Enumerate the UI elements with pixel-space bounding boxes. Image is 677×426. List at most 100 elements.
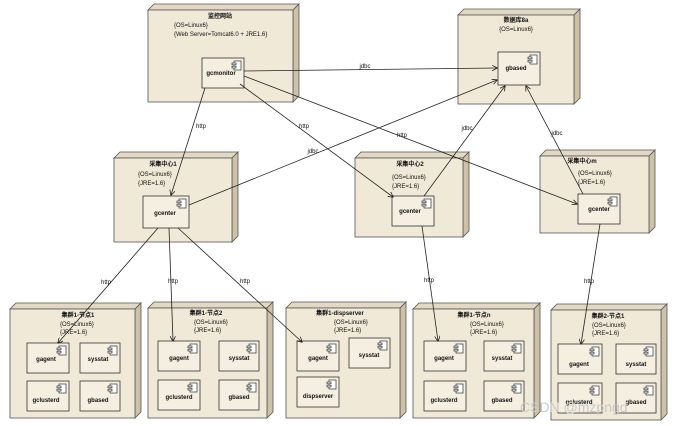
component-gclusterd[interactable]: gclusterd [26,380,70,412]
edge-label-http: http [168,279,179,285]
node-title: 数据库8a [504,16,529,24]
component-label: gagent [569,362,589,368]
node-prop: {OS=Linux6} [392,175,426,181]
component-sysstat[interactable]: sysstat [218,340,260,372]
node-title: 采集中心2 [396,160,424,168]
component-label: gclusterd [32,398,59,404]
component-gagent[interactable]: gagent [423,340,467,372]
edge-label-http: http [584,279,595,285]
component-gbased[interactable]: gbased [483,380,525,412]
edge-http [58,227,159,343]
node-prop: {JRE=1.6} [334,328,361,334]
edge-jdbc [188,80,497,206]
edge-http [239,83,393,197]
edge-http [243,75,577,204]
node-prop: {JRE=1.6} [194,328,221,334]
edge-label-http: http [397,133,408,139]
edge-jdbc [243,68,497,72]
edge-label-jdbc: jdbc [460,126,472,132]
component-gbased[interactable]: gbased [79,380,121,412]
component-dispserver[interactable]: dispserver [296,376,340,408]
component-label: gbased [228,395,249,401]
component-label: sysstat [492,356,513,362]
component-gbased[interactable]: gbased [218,379,260,411]
component-gagent[interactable]: gagent [557,343,603,375]
node-title: 集群1-节点2 [189,309,223,317]
node-title: 集群1-节点n [456,311,490,319]
component-label: gagent [308,356,328,362]
component-gbased[interactable]: gbased [615,382,657,414]
edge-jdbc [526,86,584,195]
component-gcenter-2[interactable]: gcenter [391,195,435,227]
component-label: sysstat [359,353,380,359]
component-sysstat[interactable]: sysstat [348,337,391,369]
node-prop: {JRE=1.6} [470,330,497,336]
component-label: gbased [491,398,512,404]
component-sysstat[interactable]: sysstat [615,343,657,375]
node-title: 监控网站 [208,12,232,20]
component-label: gbased [505,66,526,72]
node-prop: {OS=Linux6} [470,322,504,328]
watermark: CSDN @mzpngd [520,399,628,415]
edge-label-http: http [196,124,207,130]
component-label: gcenter [399,209,421,215]
component-gagent[interactable]: gagent [26,342,70,374]
edge-http [177,227,302,342]
edge-jdbc [423,86,505,197]
component-label: dispserver [303,394,334,400]
node-prop: {OS=Linux6} [60,322,94,328]
node-prop: {OS=Linux6} [194,320,228,326]
component-gagent[interactable]: gagent [296,340,340,372]
node-center1: 采集中心1 {OS=Linux6} {JRE=1.6} [113,151,239,243]
edge-label-http: http [240,279,251,285]
edge-label-jdbc: jdbc [358,64,370,70]
component-label: gclusterd [565,400,592,406]
node-prop: {OS=Linux6} [499,27,533,33]
component-gcenter-m[interactable]: gcenter [577,193,621,225]
component-gclusterd[interactable]: gclusterd [557,382,603,414]
node-title: 集群2-节点1 [591,312,625,320]
node-prop: {JRE=1.6} [592,331,619,337]
component-label: gagent [434,356,454,362]
component-gagent[interactable]: gagent [157,340,201,372]
component-sysstat[interactable]: sysstat [483,340,525,372]
node-prop: {JRE=1.6} [392,184,419,190]
component-label: gbased [625,400,646,406]
edge-label-jdbc: jdbc [306,149,318,155]
node-title: 采集中心m [567,157,596,165]
node-prop: {OS=Linux6} [578,171,612,177]
edge-labels: jdbc http http http jdbc jdbc jdbc http … [101,64,595,286]
component-gclusterd[interactable]: gclusterd [157,379,201,411]
component-label: gagent [36,357,56,363]
node-prop: {OS=Linux6} [334,320,368,326]
component-label: sysstat [626,362,647,368]
node-prop: {JRE=1.6} [578,180,605,186]
node-prop: {JRE=1.6} [138,181,165,187]
component-sysstat[interactable]: sysstat [79,342,121,374]
component-label: gcenter [588,207,610,213]
component-label: gagent [169,356,189,362]
edge-http [421,225,438,341]
component-label: sysstat [229,356,250,362]
component-label: gclusterd [165,395,192,401]
node-prop: {OS=Linux6} [174,23,208,29]
node-prop: {OS=Linux6} [138,172,172,178]
component-gcmonitor[interactable]: gcmonitor [201,57,245,89]
node-prop: {JRE=1.6} [60,330,87,336]
component-gcenter-1[interactable]: gcenter [142,195,190,229]
component-label: gclusterd [430,398,457,404]
component-label: gcenter [154,211,176,217]
component-gbased-db[interactable]: gbased [497,51,541,86]
edges [58,68,601,344]
node-title: 集群1-节点1 [61,311,95,319]
component-label: gcmonitor [206,71,236,77]
component-label: gbased [87,398,108,404]
component-gclusterd[interactable]: gclusterd [423,380,467,412]
edge-label-http: http [424,278,435,284]
node-monitor: 监控网站 {OS=Linux6} {Web Server=Tomcat6.0 +… [147,3,300,103]
component-label: sysstat [88,357,109,363]
node-prop: {OS=Linux6} [592,323,626,329]
edge-label-jdbc: jdbc [550,131,562,137]
